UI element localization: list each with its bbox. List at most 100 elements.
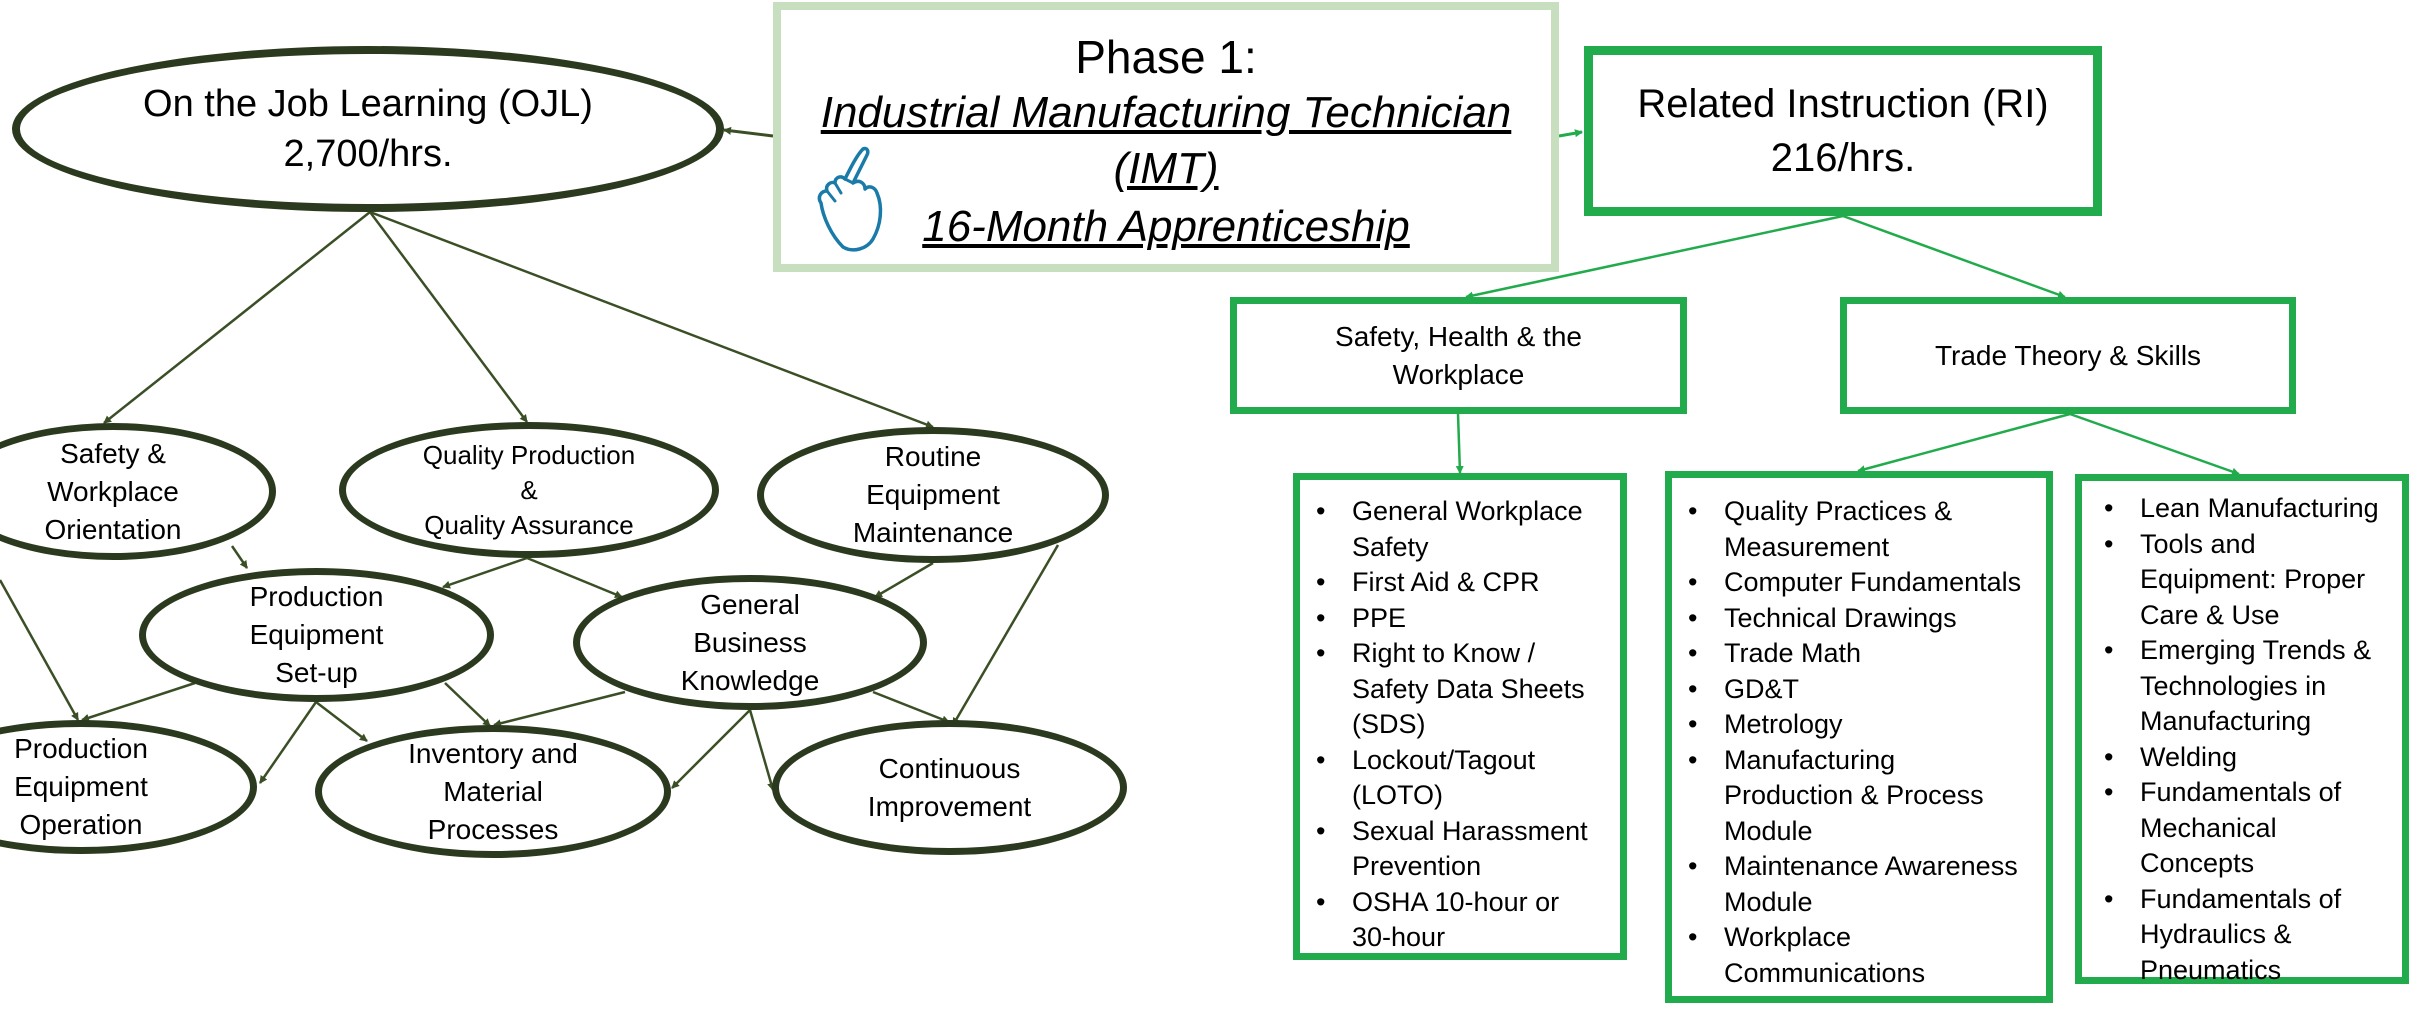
ojl-node-routine-equipment-maintenance: Routine Equipment Maintenance [757,427,1109,563]
ojl-node-continuous-improvement: Continuous Improvement [772,720,1127,855]
list-item-line: (LOTO) [1352,780,1444,810]
connector-ri-to-tts [1842,214,2066,299]
node-label-line: Workplace [1392,358,1525,390]
ri-title: Related Instruction (RI) [1637,82,2049,126]
list-item-line: First Aid & CPR [1352,567,1540,597]
list-item: Quality Practices &Measurement [1688,494,2046,565]
connector-ri-to-shw [1465,214,1844,300]
list-item-line: Lean Manufacturing [2140,493,2379,523]
connector-phase-to-ojl [723,126,774,138]
list-item-line: GD&T [1724,673,1800,704]
list-item-line: Workplace [1724,922,1852,952]
list-item-line: Trade Math [1724,638,1862,668]
node-label-line: Equipment [249,619,384,650]
connector-quality-to-gbk [526,556,623,599]
list-item: Computer Fundamentals [1688,565,2046,601]
node-label-line: Production [249,581,384,612]
list-item: Technical Drawings [1688,601,2046,637]
node-label-line: Workplace [47,475,179,507]
node-label-line: Material [443,775,543,807]
node-label-line: Trade Theory & Skills [1934,339,2202,371]
list-item-line: Metrology [1724,709,1843,739]
phase-title: Phase 1: [1075,31,1257,83]
list-item-line: Technologies in [2140,670,2327,701]
connector-phase-to-ri [1558,129,1583,138]
node-label-line: Quality Production [422,439,636,470]
list-item-line: OSHA 10-hour or [1352,886,1560,917]
connector-ojl-to-safety [103,211,371,424]
list-item-line: Fundamentals of [2140,777,2342,807]
list-item-line: Maintenance Awareness [1724,851,2018,881]
list-item: Emerging Trends & Technologies in Manufact… [2104,633,2402,740]
list-item-line: Technical Drawings [1724,602,1957,633]
connector-gbk-to-ci [748,709,775,791]
list-item-line: Manufacturing [2140,706,2312,736]
connector-setup-to-operation [81,681,196,722]
node-label-line: & [520,474,538,505]
connector-tts-to-trade-list [1857,412,2071,474]
connector-routine-to-ci [951,544,1060,726]
node-label-line: Continuous [878,752,1021,784]
list-item-line: Pneumatics [2140,954,2282,985]
list-item-line: (SDS) [1352,709,1426,739]
connector-ojl-to-quality [368,211,529,423]
list-item: Welding [2104,740,2402,776]
list-item-line: Module [1724,815,1813,846]
list-item-line: Computer Fundamentals [1724,567,2022,597]
list-item-line: Emerging Trends & [2140,635,2372,665]
connector-tts-to-skills-list [2069,412,2240,476]
ojl-hours: 2,700/hrs. [283,133,453,175]
list-item-line: Module [1724,886,1813,917]
list-item: GD&T [1688,672,2046,708]
list-item-line: Sexual Harassment [1352,815,1588,846]
node-label-line: Equipment [14,771,148,802]
connector-ojl-to-routine [369,210,934,429]
node-label-line: Safety, Health & the [1335,320,1582,352]
ri-node-trade-theory-skills: Trade Theory & Skills [1840,297,2296,414]
list-item: Trade Math [1688,636,2046,672]
list-item: First Aid & CPR [1316,565,1620,601]
ojl-node: On the Job Learning (OJL) 2,700/hrs. [12,46,724,212]
node-label-line: Production [14,733,148,764]
ojl-node-inventory-material-processes: Inventory and Material Processes [315,725,671,858]
node-label-line: Orientation [44,513,182,545]
connector-setup-to-inventory [315,701,368,742]
connector-safety-to-operation [0,579,80,721]
list-item-line: Safety Data Sheets [1352,673,1585,704]
list-item: Lean Manufacturing [2104,491,2402,527]
node-label-line: Business [693,626,807,658]
list-item-line: Mechanical [2140,812,2277,843]
list-item-line: Tools and [2140,528,2256,559]
list-item-line: Hydraulics & [2140,919,2292,949]
safety-topics-list: General WorkplaceSafetyFirst Aid & CPR PP… [1293,473,1627,960]
trade-topics-list: Quality Practices &MeasurementComputer F… [1665,471,2053,1003]
ojl-node-safety-workplace-orientation: Safety & Workplace Orientation [0,423,276,560]
list-item-line: Lockout/Tagout [1352,744,1536,775]
program-name: Industrial Manufacturing Technician [820,88,1512,137]
list-item-line: Safety [1352,531,1429,562]
connector-safety-to-setup [230,545,249,569]
node-label-line: Processes [427,813,559,845]
node-label-line: Inventory and [408,737,578,769]
node-label-line: Improvement [867,790,1032,822]
phase-title-box: Phase 1: Industrial Manufacturing Techni… [773,2,1559,272]
connector-gbk-to-inventory [493,690,626,728]
list-item-line: Quality Practices & [1724,496,1953,526]
node-label-line: Set-up [275,657,358,688]
ojl-node-general-business-knowledge: General Business Knowledge [573,575,927,710]
connector-setup-to-inventory-2 [444,682,491,727]
ojl-node-production-equipment-setup: Production Equipment Set-up [139,568,494,702]
ojl-node-production-equipment-operation: Production Equipment Operation [0,720,257,854]
list-item-line: PPE [1352,602,1407,633]
list-item-line: Welding [2140,741,2238,772]
list-item-line: 30-hour [1352,922,1446,952]
connector-gbk-to-ci-2 [872,690,950,724]
